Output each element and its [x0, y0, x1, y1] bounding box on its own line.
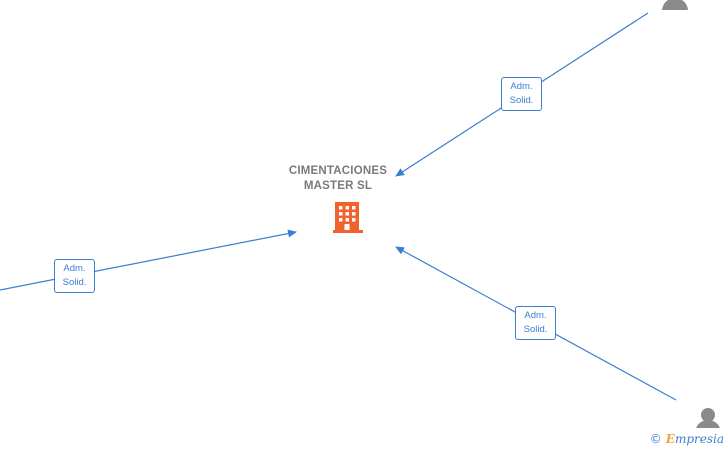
edge-label-role: Adm.: [510, 81, 533, 92]
edge-label-top-right: Adm. Solid.: [501, 77, 542, 111]
person-icon-top-right[interactable]: [661, 0, 689, 10]
brand-name: mpresia: [674, 432, 724, 446]
edge-label-type: Solid.: [509, 95, 534, 106]
company-node-label[interactable]: CIMENTACIONES MASTER SL: [278, 164, 398, 194]
edge-label-bottom-right: Adm. Solid.: [515, 306, 556, 340]
edge-label-left: Adm. Solid.: [54, 259, 95, 293]
edge-line-left: [0, 229, 297, 291]
empresia-watermark: ©Empresia: [650, 432, 724, 446]
copyright-symbol: ©: [649, 432, 662, 446]
person-icon-bottom-right[interactable]: [694, 408, 722, 428]
edge-label-role: Adm.: [524, 310, 547, 321]
edge-label-type: Solid.: [62, 277, 87, 288]
company-name-line2: MASTER SL: [303, 180, 373, 192]
edge-label-type: Solid.: [523, 324, 548, 335]
company-name-line1: CIMENTACIONES: [288, 165, 388, 177]
edge-label-role: Adm.: [63, 263, 86, 274]
brand-initial: E: [665, 432, 675, 446]
building-icon[interactable]: [333, 202, 363, 233]
